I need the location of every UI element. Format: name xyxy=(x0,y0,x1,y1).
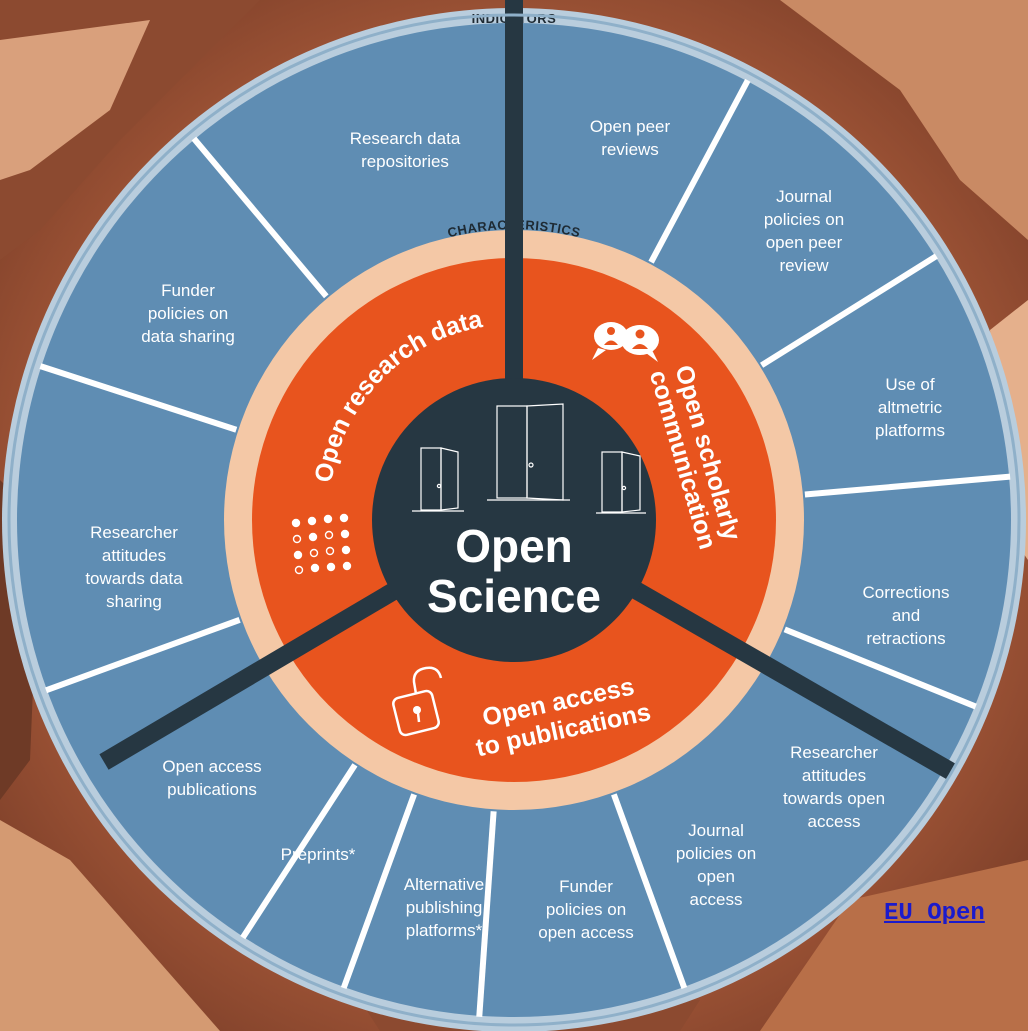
open-padlock-icon xyxy=(392,666,443,737)
indicator-label-line: Journal xyxy=(776,187,832,206)
indicator-label-line: Funder xyxy=(161,281,215,300)
open-doors-icon xyxy=(412,403,646,514)
indicator-label-line: Researcher xyxy=(90,523,178,542)
indicator-label: Journal policies on open access xyxy=(676,821,756,909)
indicator-label-line: open access xyxy=(538,923,633,942)
indicator-label: Alternative publishing platforms* xyxy=(404,875,484,940)
indicator-label-line: platforms* xyxy=(406,921,483,940)
people-discussion-icon xyxy=(592,322,659,362)
indicator-label-line: retractions xyxy=(866,629,945,648)
indicator-label: Research data repositories xyxy=(350,129,461,171)
indicator-divider xyxy=(191,136,329,299)
indicator-label-line: policies on xyxy=(676,844,756,863)
indicator-label-line: Corrections xyxy=(863,583,950,602)
indicator-label: Funder policies on data sharing xyxy=(141,281,235,346)
indicator-label-line: towards open xyxy=(783,789,885,808)
indicator-label-line: publications xyxy=(167,780,257,799)
indicator-label-line: attitudes xyxy=(802,766,866,785)
indicator-label-line: Alternative xyxy=(404,875,484,894)
indicator-label: Preprints* xyxy=(281,845,356,864)
indicator-label-line: policies on xyxy=(546,900,626,919)
indicator-divider xyxy=(340,793,417,989)
indicator-divider xyxy=(45,617,241,694)
indicator-label-line: platforms xyxy=(875,421,945,440)
indicator-label: Corrections and retractions xyxy=(863,583,950,648)
indicator-label-line: publishing xyxy=(406,898,483,917)
indicator-label-line: policies on xyxy=(764,210,844,229)
center-title-line2: Science xyxy=(427,570,601,622)
indicator-label-line: attitudes xyxy=(102,546,166,565)
indicator-label-line: and xyxy=(892,606,920,625)
indicator-label-line: Use of xyxy=(885,375,934,394)
indicator-label: Researcher attitudes towards data sharing xyxy=(85,523,183,611)
open-science-core: Open Science xyxy=(372,378,656,662)
indicator-label-line: altmetric xyxy=(878,398,943,417)
indicator-label-line: Funder xyxy=(559,877,613,896)
indicator-divider xyxy=(760,253,938,368)
indicator-label: Use of altmetric platforms xyxy=(875,375,945,440)
indicator-label-line: Open access xyxy=(162,757,261,776)
indicator-label-line: access xyxy=(808,812,861,831)
indicator-label-line: reviews xyxy=(601,140,659,159)
indicator-label: Researcher attitudes towards open access xyxy=(783,743,885,831)
indicator-label-line: Open peer xyxy=(590,117,671,136)
data-dots-icon xyxy=(291,513,352,575)
indicator-label-line: Journal xyxy=(688,821,744,840)
indicator-label-line: review xyxy=(779,256,829,275)
indicator-label-line: policies on xyxy=(148,304,228,323)
indicator-label-line: repositories xyxy=(361,152,449,171)
indicator-label-line: data sharing xyxy=(141,327,235,346)
rim-edge xyxy=(7,13,1021,1027)
indicator-divider xyxy=(611,793,688,989)
indicator-label-line: open xyxy=(697,867,735,886)
indicator-divider xyxy=(648,78,751,264)
indicator-label-line: towards data xyxy=(85,569,183,588)
indicator-label: Open access publications xyxy=(162,757,261,799)
indicator-label: Journal policies on open peer review xyxy=(764,187,844,275)
indicator-divider xyxy=(240,763,358,940)
indicator-label-line: open peer xyxy=(766,233,843,252)
center-title-line1: Open xyxy=(455,520,573,572)
eu-open-link[interactable]: EU Open xyxy=(884,900,985,927)
indicator-label-line: Preprints* xyxy=(281,845,356,864)
indicator-label-line: Researcher xyxy=(790,743,878,762)
indicator-label: Funder policies on open access xyxy=(538,877,633,942)
indicator-label-line: Research data xyxy=(350,129,461,148)
indicator-label: Open peer reviews xyxy=(590,117,671,159)
indicator-label-line: sharing xyxy=(106,592,162,611)
indicator-label-line: access xyxy=(690,890,743,909)
indicator-divider xyxy=(783,626,977,710)
indicator-divider xyxy=(476,811,497,1017)
indicator-divider xyxy=(39,363,238,433)
indicator-divider xyxy=(804,473,1011,498)
